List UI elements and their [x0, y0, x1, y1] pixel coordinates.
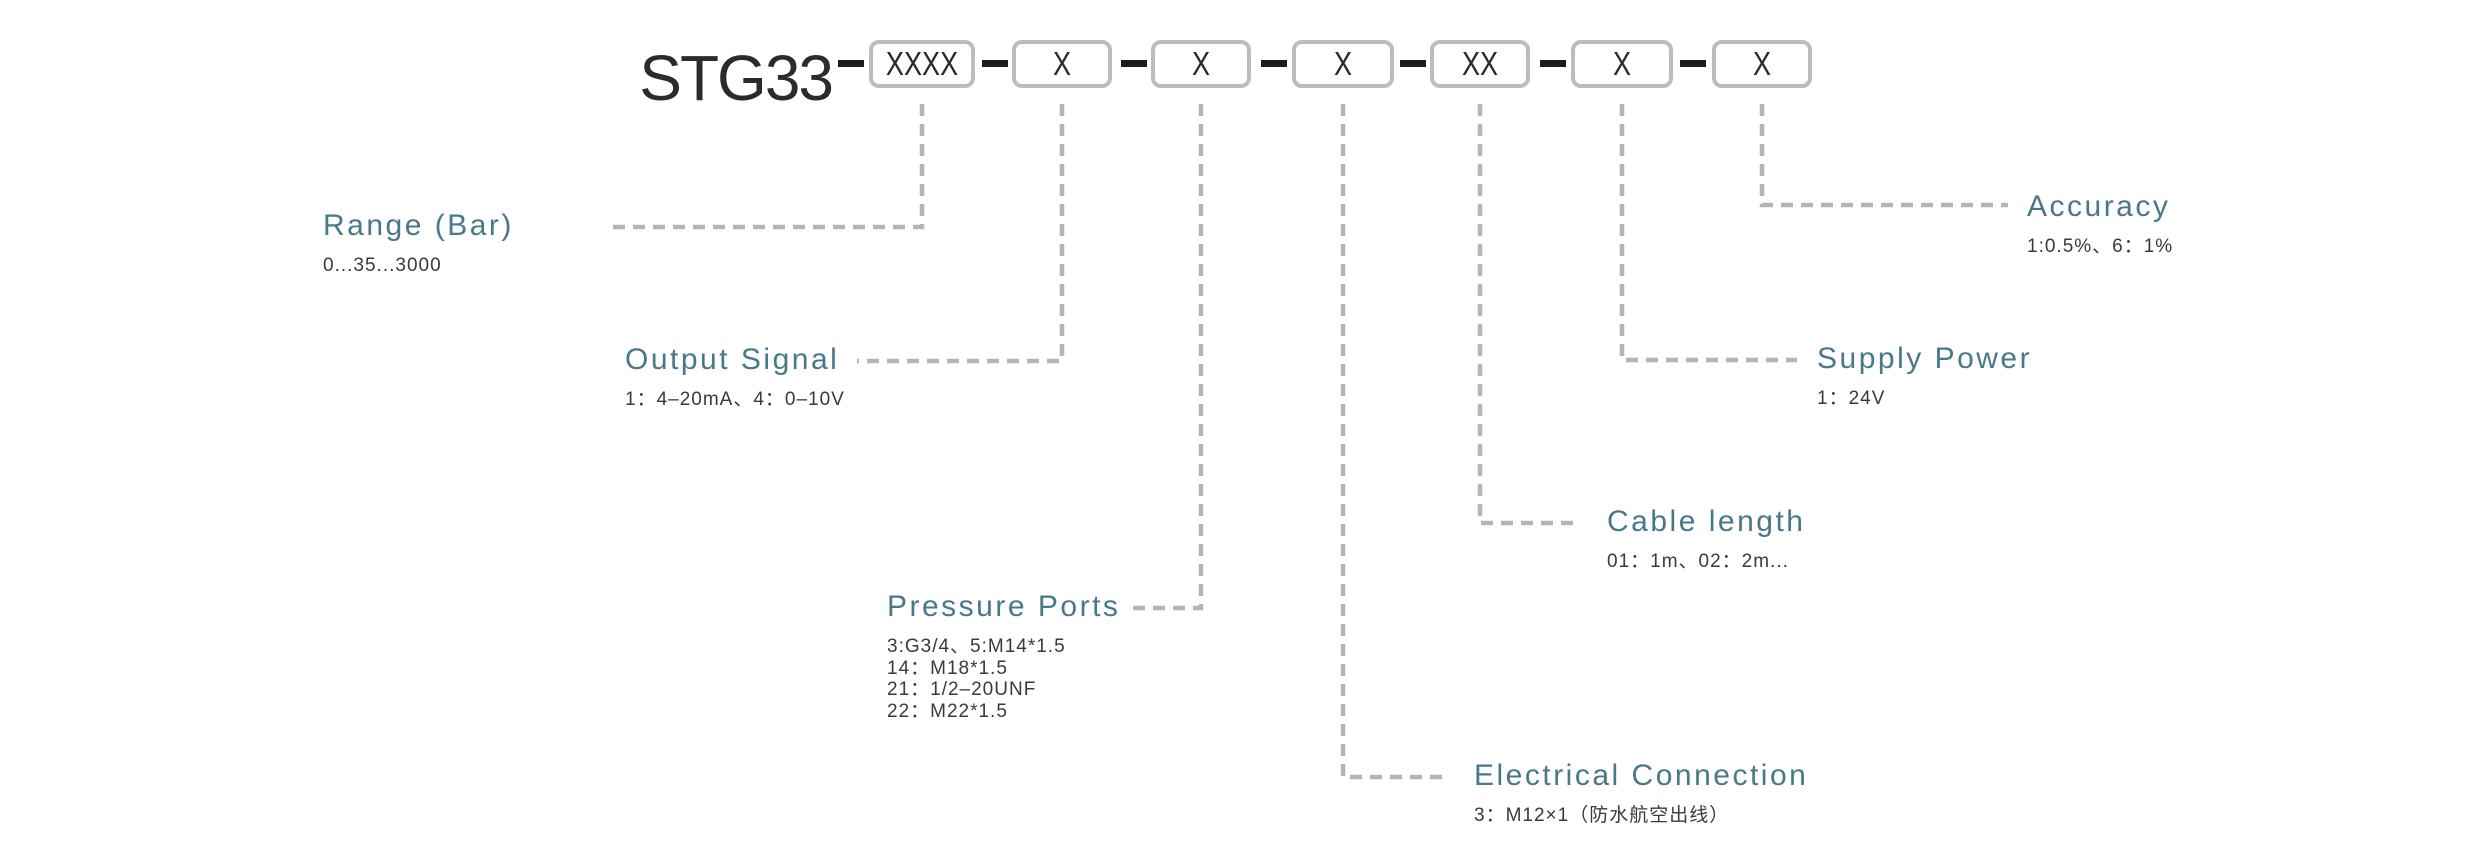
field-range: Range (Bar) 0...35...3000 — [323, 207, 514, 277]
code-separator — [1680, 60, 1706, 67]
field-detail-line: 1：4–20mA、4：0–10V — [625, 389, 845, 410]
field-detail-line: 0...35...3000 — [323, 255, 442, 276]
field-heading: Electrical Connection — [1474, 759, 1809, 792]
field-detail-line: 22：M22*1.5 — [887, 700, 1008, 722]
field-heading: Supply Power — [1817, 342, 2033, 375]
connector-pressure-ports — [1133, 104, 1204, 611]
field-electrical-connection: Electrical Connection 3：M12×1（防水航空出线） — [1474, 757, 1808, 827]
code-separator — [982, 60, 1008, 67]
field-pressure-ports: Pressure Ports 3:G3/4、5:M14*1.5 14：M18*1… — [887, 588, 1120, 722]
field-accuracy: Accuracy 1:0.5%、6：1% — [2027, 188, 2173, 258]
code-box-supply-power: X — [1571, 40, 1673, 88]
field-detail-line: 3：M12×1（防水航空出线） — [1474, 805, 1730, 826]
connector-supply-power — [1619, 104, 1797, 363]
field-detail-line: 3:G3/4、5:M14*1.5 — [887, 636, 1066, 657]
code-separator — [1400, 60, 1426, 67]
field-detail-line: 1:0.5%、6：1% — [2027, 236, 2174, 257]
field-heading: Output Signal — [625, 343, 840, 376]
code-box-range: XXXX — [869, 40, 975, 88]
code-separator — [1261, 60, 1287, 67]
code-box-label: X — [1612, 45, 1632, 82]
code-separator — [1540, 60, 1566, 67]
connector-accuracy — [1759, 104, 2008, 208]
field-heading: Cable length — [1607, 505, 1806, 538]
code-separator — [838, 60, 864, 67]
code-box-cable-length: XX — [1430, 40, 1530, 88]
code-box-label: X — [1191, 45, 1211, 82]
field-cable-length: Cable length 01：1m、02：2m... — [1607, 503, 1805, 573]
field-heading: Pressure Ports — [887, 590, 1121, 623]
connector-cable-length — [1477, 104, 1578, 526]
field-heading: Range (Bar) — [323, 209, 514, 242]
code-box-accuracy: X — [1712, 40, 1812, 88]
field-detail-line: 14：M18*1.5 — [887, 657, 1008, 679]
connector-electrical-connection — [1340, 104, 1449, 780]
code-box-label: X — [1052, 45, 1072, 82]
field-detail-line: 21：1/2–20UNF — [887, 679, 1037, 700]
code-box-label: XXXX — [885, 45, 959, 82]
connector-output-signal — [857, 104, 1065, 364]
field-detail-line: 01：1m、02：2m... — [1607, 551, 1789, 572]
code-separator — [1121, 60, 1147, 67]
field-supply-power: Supply Power 1：24V — [1817, 340, 2032, 410]
field-heading: Accuracy — [2027, 190, 2171, 223]
field-detail-line: 1：24V — [1817, 388, 1886, 409]
code-box-label: X — [1752, 45, 1772, 82]
code-box-pressure-ports: X — [1151, 40, 1251, 88]
connector-range — [605, 104, 925, 230]
code-box-electrical-connection: X — [1292, 40, 1394, 88]
model-title: STG33 — [639, 42, 834, 114]
code-box-label: X — [1333, 45, 1353, 82]
code-box-label: XX — [1461, 45, 1499, 82]
code-box-output-signal: X — [1012, 40, 1112, 88]
field-output-signal: Output Signal 1：4–20mA、4：0–10V — [625, 341, 845, 411]
